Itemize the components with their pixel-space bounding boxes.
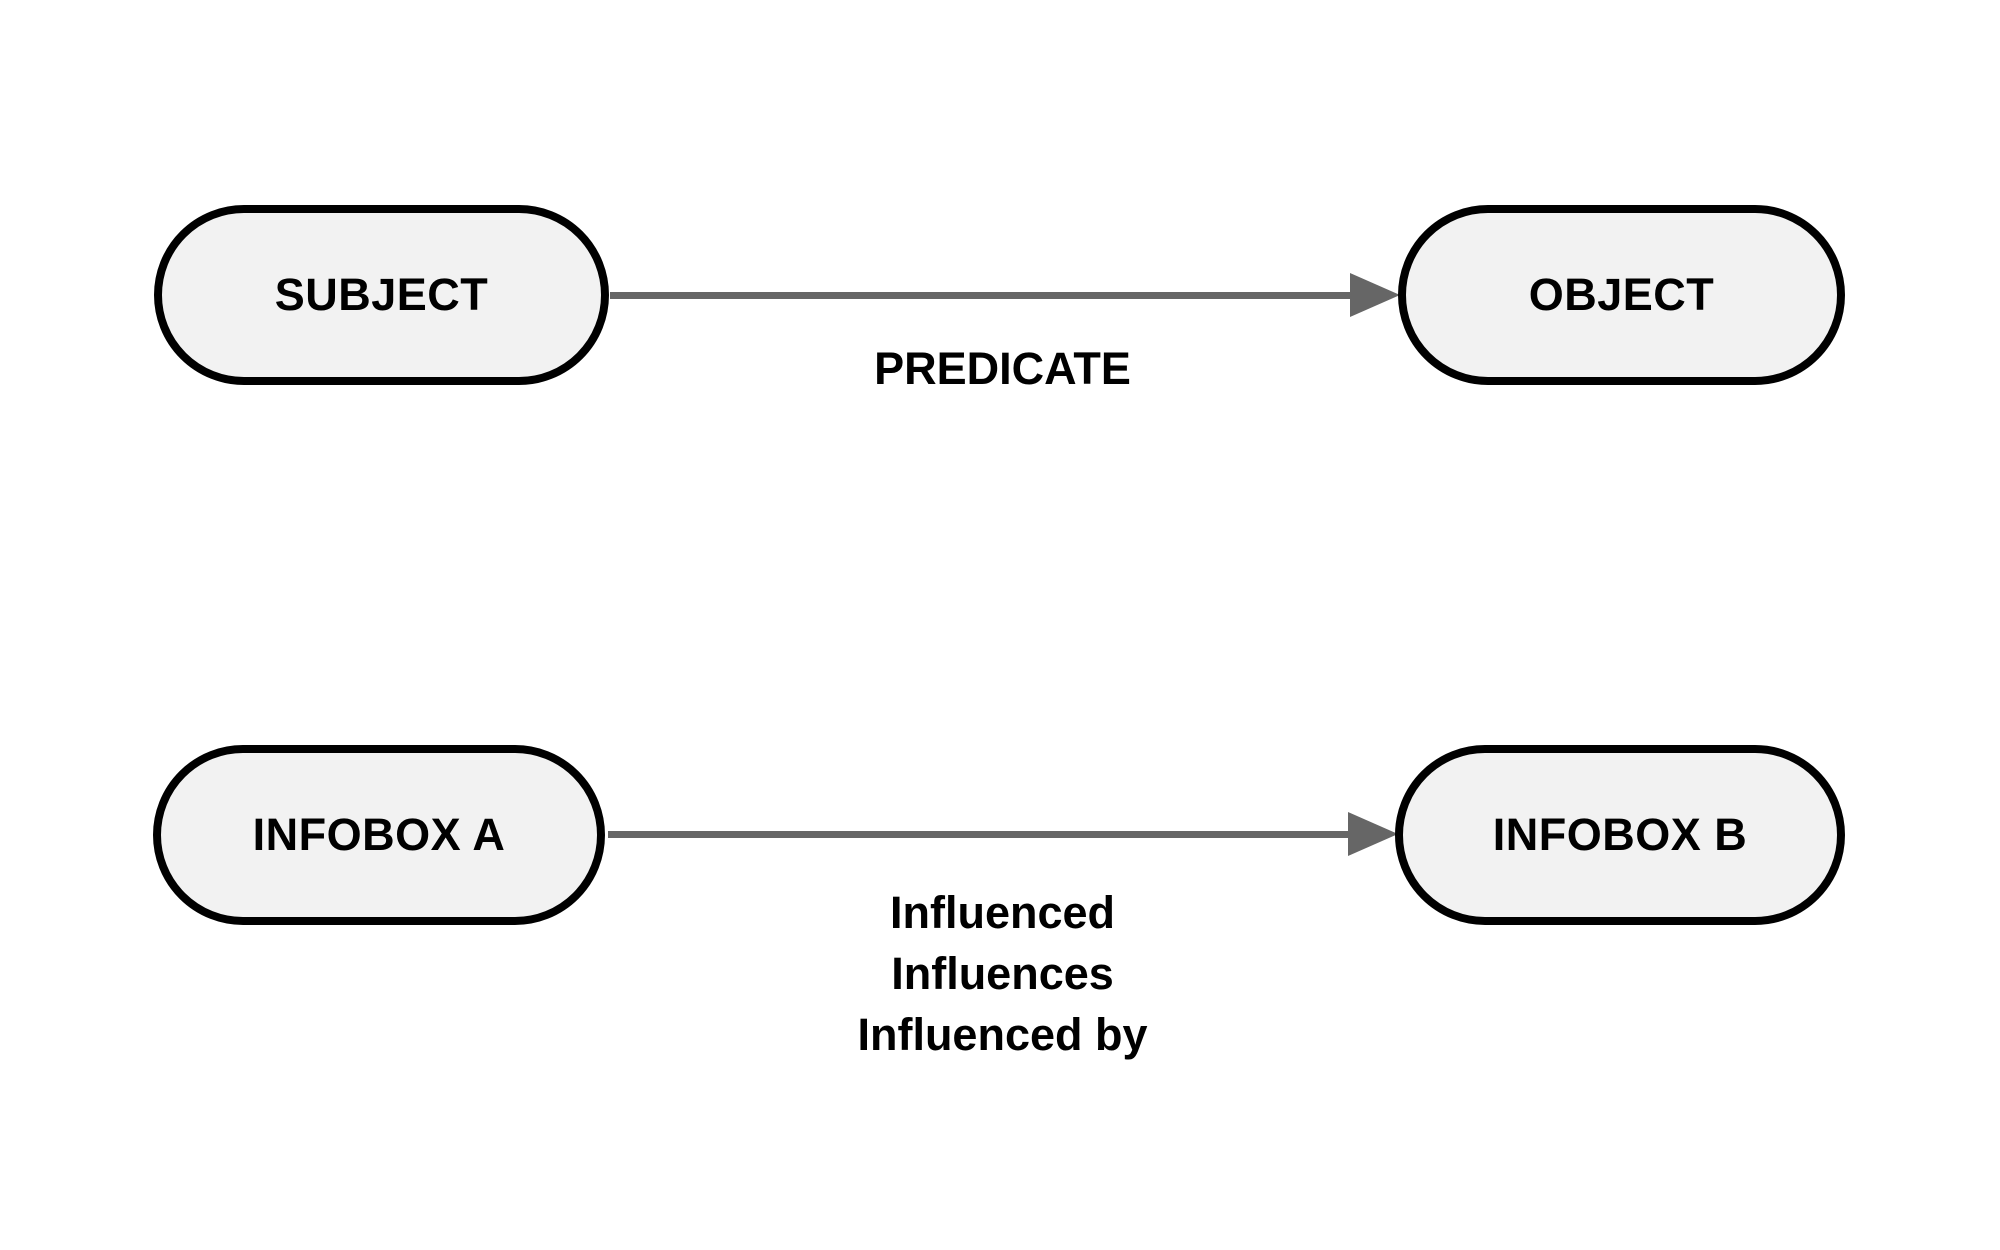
node-subject-label: SUBJECT xyxy=(274,269,489,320)
edge-label-influenced-by: Influenced by xyxy=(857,1009,1148,1060)
node-infobox-a-label: INFOBOX A xyxy=(252,809,506,860)
edge-label-influence: Influenced Influences Influenced by xyxy=(615,882,1390,1065)
node-infobox-b-label: INFOBOX B xyxy=(1492,809,1748,860)
node-infobox-a: INFOBOX A xyxy=(153,745,605,925)
edge-infobox-arrowhead-icon xyxy=(1348,812,1398,856)
node-infobox-b: INFOBOX B xyxy=(1395,745,1845,925)
edge-label-influenced: Influenced xyxy=(889,887,1116,938)
edge-subject-object-line xyxy=(610,292,1352,299)
edge-label-predicate: PREDICATE xyxy=(615,338,1390,399)
edge-label-predicate-text: PREDICATE xyxy=(874,343,1131,394)
node-object: OBJECT xyxy=(1398,205,1845,385)
node-subject: SUBJECT xyxy=(154,205,609,385)
edge-infobox-line xyxy=(608,831,1350,838)
edge-subject-object-arrowhead-icon xyxy=(1350,273,1400,317)
node-object-label: OBJECT xyxy=(1528,269,1715,320)
edge-label-influences: Influences xyxy=(891,948,1114,999)
